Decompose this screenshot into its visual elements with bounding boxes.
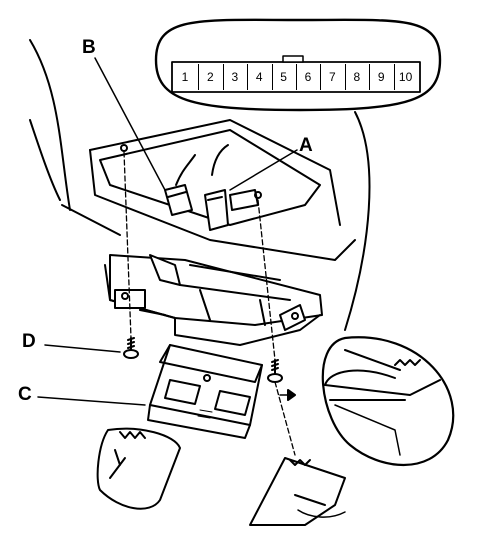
- assembly-lines: [123, 151, 296, 456]
- callout-a: A: [299, 135, 313, 156]
- connector-pin-2: 2: [198, 64, 221, 90]
- connector-pin-7: 7: [320, 64, 343, 90]
- headliner-outline: [29, 39, 356, 261]
- callout-d: D: [22, 331, 36, 352]
- lens-left: [96, 427, 181, 510]
- connector-pin-6: 6: [296, 64, 319, 90]
- connector-pin-9: 9: [369, 64, 392, 90]
- detail-arrow: [279, 389, 346, 518]
- screw-right: [267, 359, 283, 383]
- leader-lines: [37, 57, 298, 406]
- screw-d: [123, 337, 139, 359]
- connector-pin-4: 4: [247, 64, 270, 90]
- console-light-housing: [147, 344, 263, 439]
- connector-pin-1: 1: [181, 70, 189, 84]
- connector-a: [204, 144, 259, 231]
- console-bracket: [104, 254, 323, 346]
- callout-c: C: [18, 384, 32, 405]
- connector-pin-8: 8: [344, 64, 368, 90]
- roof-recess: [99, 129, 321, 226]
- connector-pin-10: 10: [393, 64, 417, 90]
- connector-pin-3: 3: [222, 64, 246, 90]
- leader-d: [44, 344, 121, 353]
- clip-detail-circle: [321, 336, 455, 467]
- leader-b: [94, 57, 166, 191]
- connector-b: [164, 154, 196, 216]
- leader-c: [37, 396, 146, 406]
- leader-a: [229, 149, 298, 191]
- roof-screw-holes: [120, 144, 262, 199]
- callout-b: B: [82, 37, 96, 58]
- lens-right: [249, 457, 346, 526]
- connector-pin-5: 5: [271, 64, 295, 90]
